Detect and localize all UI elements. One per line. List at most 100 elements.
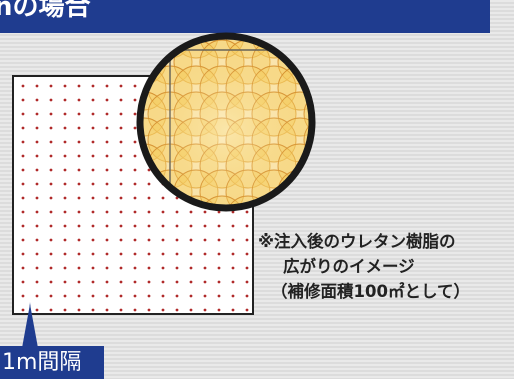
injection-point <box>119 238 123 242</box>
injection-point <box>119 210 123 214</box>
injection-point <box>133 112 137 116</box>
injection-point <box>245 280 249 284</box>
injection-point <box>63 98 67 102</box>
injection-point <box>147 252 151 256</box>
injection-point <box>119 182 123 186</box>
injection-point <box>203 280 207 284</box>
injection-point <box>91 98 95 102</box>
injection-point <box>175 266 179 270</box>
injection-point <box>35 308 39 312</box>
injection-point <box>245 308 249 312</box>
injection-point <box>35 280 39 284</box>
injection-point <box>63 154 67 158</box>
injection-point <box>119 126 123 130</box>
injection-point <box>49 210 53 214</box>
resin-spread-circle <box>303 36 312 59</box>
injection-point <box>63 140 67 144</box>
injection-point <box>63 224 67 228</box>
caption-line-3: （補修面積100㎡として） <box>271 282 470 301</box>
injection-point <box>147 294 151 298</box>
injection-point <box>35 98 39 102</box>
injection-point <box>133 196 137 200</box>
injection-point <box>35 196 39 200</box>
injection-point <box>77 280 81 284</box>
injection-point <box>203 294 207 298</box>
injection-point <box>217 210 221 214</box>
injection-point <box>119 266 123 270</box>
injection-point <box>35 266 39 270</box>
injection-point <box>77 294 81 298</box>
injection-point <box>231 224 235 228</box>
injection-point <box>189 224 193 228</box>
injection-point <box>77 238 81 242</box>
injection-point <box>77 210 81 214</box>
injection-point <box>217 294 221 298</box>
magnifier-lens <box>136 32 316 216</box>
injection-point <box>77 252 81 256</box>
injection-point <box>91 126 95 130</box>
injection-point <box>21 182 25 186</box>
injection-point <box>21 196 25 200</box>
resin-spread-circle <box>303 195 312 208</box>
injection-point <box>21 168 25 172</box>
injection-point <box>161 196 165 200</box>
injection-point <box>49 168 53 172</box>
injection-point <box>119 308 123 312</box>
injection-point <box>133 140 137 144</box>
injection-point <box>133 280 137 284</box>
resin-spread-circle <box>140 195 141 208</box>
injection-point <box>63 196 67 200</box>
injection-point <box>189 252 193 256</box>
injection-point <box>133 98 137 102</box>
injection-point <box>119 154 123 158</box>
injection-point <box>77 224 81 228</box>
injection-point <box>77 182 81 186</box>
caption-line-2: 広がりのイメージ <box>283 257 415 276</box>
injection-point <box>245 210 249 214</box>
injection-point <box>133 182 137 186</box>
injection-point <box>119 280 123 284</box>
injection-point <box>147 196 151 200</box>
injection-point <box>35 252 39 256</box>
injection-point <box>21 98 25 102</box>
injection-point <box>217 224 221 228</box>
injection-point <box>245 252 249 256</box>
resin-spread-circle <box>140 143 141 189</box>
injection-point <box>105 112 109 116</box>
injection-point <box>63 182 67 186</box>
injection-point <box>21 224 25 228</box>
resin-spread-circle <box>140 39 141 85</box>
injection-point <box>105 182 109 186</box>
injection-point <box>133 126 137 130</box>
injection-point <box>49 238 53 242</box>
injection-point <box>161 224 165 228</box>
injection-point <box>21 308 25 312</box>
injection-point <box>217 252 221 256</box>
injection-point <box>119 98 123 102</box>
injection-point <box>91 196 95 200</box>
injection-point <box>133 168 137 172</box>
injection-point <box>105 308 109 312</box>
injection-point <box>91 280 95 284</box>
injection-point <box>35 238 39 242</box>
injection-point <box>91 182 95 186</box>
injection-point <box>189 294 193 298</box>
injection-point <box>77 112 81 116</box>
injection-point <box>105 224 109 228</box>
injection-point <box>49 112 53 116</box>
injection-point <box>63 308 67 312</box>
injection-point <box>217 238 221 242</box>
injection-point <box>63 84 67 88</box>
lens-border <box>136 32 316 212</box>
injection-point <box>91 168 95 172</box>
injection-point <box>245 266 249 270</box>
injection-point <box>77 84 81 88</box>
injection-point <box>91 140 95 144</box>
injection-point <box>77 196 81 200</box>
injection-point <box>119 84 123 88</box>
injection-point <box>35 182 39 186</box>
injection-point <box>91 238 95 242</box>
title-banner: nの場合 <box>0 0 490 33</box>
injection-point <box>77 126 81 130</box>
injection-point <box>189 210 193 214</box>
